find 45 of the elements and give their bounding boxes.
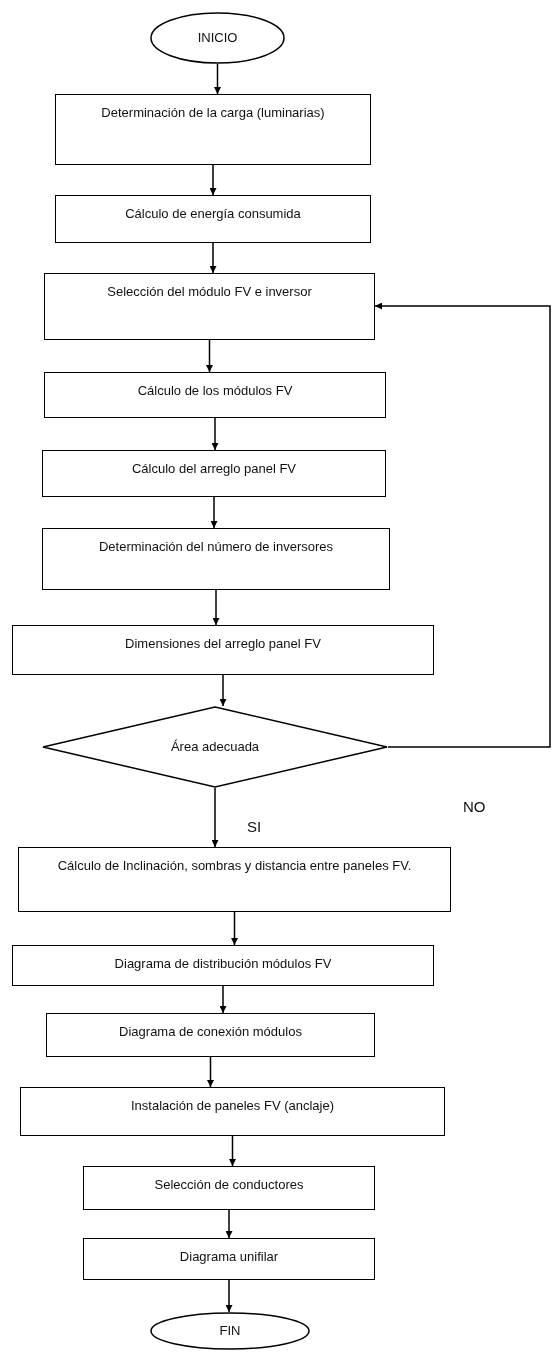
arrow <box>209 242 217 274</box>
step-label: Selección de conductores <box>154 1176 304 1194</box>
arrow <box>206 339 213 373</box>
step-label: Cálculo de Inclinación, sombras y distancia entre paneles FV. <box>57 857 412 875</box>
step-label: FIN <box>219 1321 241 1340</box>
step-label: Selección del módulo FV e inversor <box>107 283 312 301</box>
arrow <box>214 63 221 95</box>
step-label: Cálculo de los módulos FV <box>137 382 293 400</box>
arrow <box>225 1279 233 1313</box>
arrow <box>229 1135 236 1167</box>
arrow <box>210 496 218 529</box>
step-label: Dimensiones del arreglo panel FV <box>125 635 321 653</box>
arrow <box>211 787 219 848</box>
step-label: Instalación de paneles FV (anclaje) <box>130 1097 335 1115</box>
process-box <box>44 273 375 340</box>
step-label: Determinación de la carga (luminarias) <box>101 104 325 122</box>
arrow <box>212 589 220 626</box>
process-box <box>83 1166 375 1210</box>
step-label: INICIO <box>197 28 238 47</box>
step-label: Área adecuada <box>170 737 260 756</box>
arrow <box>207 1056 214 1088</box>
step-label: Diagrama de distribución módulos FV <box>114 955 332 973</box>
step-label: Cálculo de energía consumida <box>125 205 301 223</box>
step-label: Determinación del número de inversores <box>98 538 334 556</box>
arrow <box>225 1209 233 1239</box>
process-box <box>83 1238 375 1280</box>
process-box <box>42 528 390 590</box>
arrow <box>209 164 217 196</box>
arrow <box>211 417 219 451</box>
process-box <box>12 945 434 986</box>
process-box <box>20 1087 445 1136</box>
process-box <box>55 94 371 165</box>
arrow <box>231 911 238 946</box>
process-box <box>55 195 371 243</box>
arrow <box>219 985 227 1014</box>
step-label: Diagrama unifilar <box>179 1248 279 1266</box>
process-box <box>46 1013 375 1057</box>
process-box <box>42 450 386 497</box>
arrow <box>374 302 551 748</box>
step-label: Cálculo del arreglo panel FV <box>131 460 296 478</box>
process-box <box>12 625 434 675</box>
step-label: Diagrama de conexión módulos <box>119 1023 302 1041</box>
process-box <box>18 847 451 912</box>
arrow <box>219 674 227 707</box>
process-box <box>44 372 386 418</box>
